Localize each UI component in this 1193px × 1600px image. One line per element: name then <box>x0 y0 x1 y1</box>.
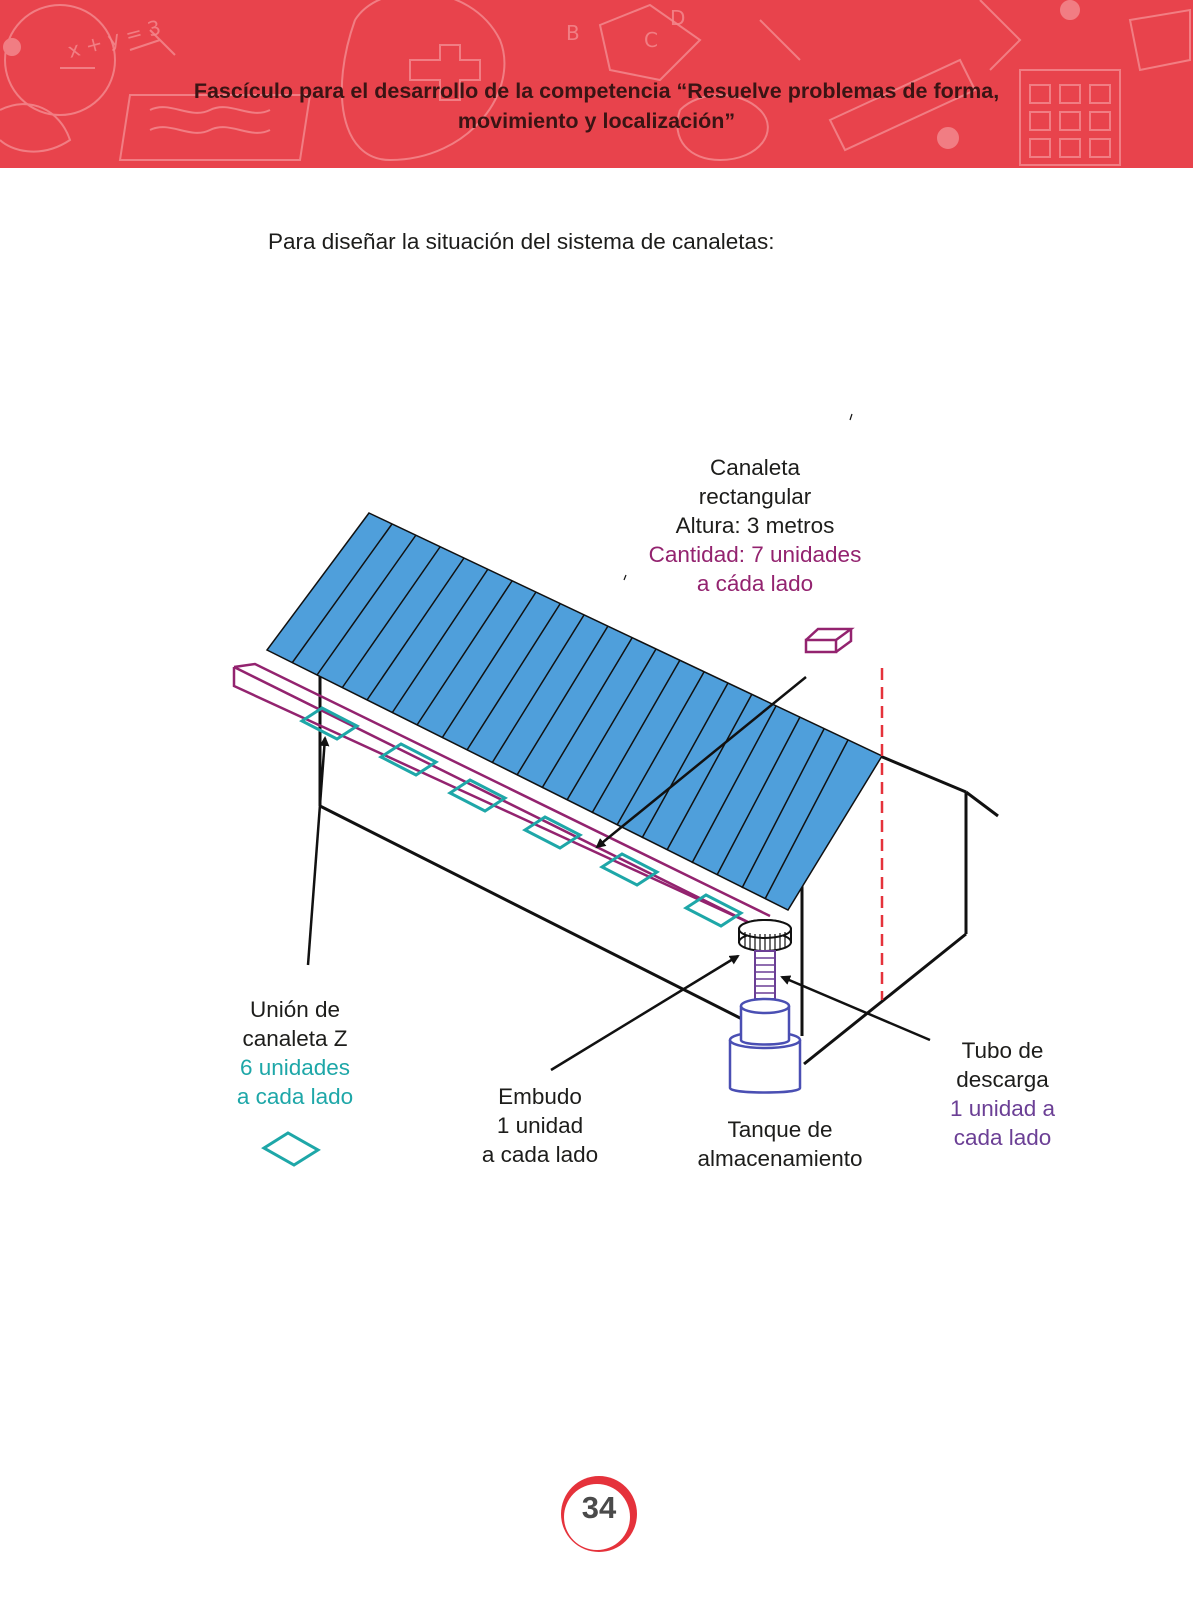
arrow-tubo <box>780 975 931 1042</box>
union-label-line-2: canaleta Z <box>242 1026 348 1051</box>
union-joints <box>299 706 744 928</box>
tubo-label: Tubo de descarga 1 unidad a cada lado <box>915 1036 1090 1152</box>
tanque-label-line-2: almacenamiento <box>697 1146 863 1171</box>
canaleta-label-line-3: Altura: 3 metros <box>675 513 835 538</box>
page-number: 34 <box>581 1490 617 1525</box>
storage-tank <box>728 997 802 1094</box>
house-frame <box>318 674 999 1066</box>
arrow-canaleta <box>595 676 807 849</box>
svg-text:D: D <box>670 6 685 30</box>
union-joint <box>299 706 360 741</box>
tubo-label-line-2: descarga <box>956 1067 1049 1092</box>
embudo-label-line-2: 1 unidad <box>496 1113 584 1138</box>
discharge-tube <box>754 950 776 1000</box>
union-icon <box>261 1131 321 1167</box>
tick-mark <box>623 574 627 581</box>
header-doodles: x + y = 3 B C D <box>0 0 1191 166</box>
svg-text:C: C <box>644 28 658 52</box>
canaleta-label-line-2: rectangular <box>698 484 812 509</box>
header-title-line-1: Fascículo para el desarrollo de la compe… <box>193 79 1000 103</box>
gutter-box-icon <box>804 627 855 654</box>
funnel <box>738 919 792 952</box>
header-title-line-2: movimiento y localización” <box>457 109 736 133</box>
embudo-label: Embudo 1 unidad a cada lado <box>440 1082 640 1169</box>
embudo-label-line-1: Embudo <box>498 1084 582 1109</box>
arrow-union <box>306 736 330 966</box>
canaleta-label-line-5: a cáda lado <box>696 571 814 596</box>
page-header: x + y = 3 B C D Fascículo para el desarr… <box>0 0 1193 168</box>
tick-mark <box>849 413 853 421</box>
tanque-label-line-1: Tanque de <box>727 1117 833 1142</box>
union-joint <box>683 893 744 928</box>
canaleta-label: Canaleta rectangular Altura: 3 metros Ca… <box>615 453 895 598</box>
svg-text:B: B <box>566 21 580 45</box>
arrow-embudo <box>550 954 740 1072</box>
intro-text: Para diseñar la situación del sistema de… <box>268 229 775 254</box>
union-label-line-1: Unión de <box>249 997 341 1022</box>
pointer-arrows <box>306 676 931 1072</box>
union-joint <box>599 852 660 887</box>
roof <box>265 512 884 911</box>
header-title: Fascículo para el desarrollo de la compe… <box>0 76 1193 136</box>
page-number-badge <box>561 1476 637 1552</box>
tubo-label-line-4: cada lado <box>953 1125 1052 1150</box>
union-label-line-3: 6 unidades <box>239 1055 351 1080</box>
tanque-label: Tanque de almacenamiento <box>665 1115 895 1173</box>
union-joint <box>378 742 439 777</box>
union-label-line-4: a cada lado <box>236 1084 354 1109</box>
tubo-label-line-1: Tubo de <box>961 1038 1044 1063</box>
union-label: Unión de canaleta Z 6 unidades a cada la… <box>190 995 400 1111</box>
tubo-label-line-3: 1 unidad a <box>949 1096 1056 1121</box>
union-joint <box>447 778 508 813</box>
embudo-label-line-3: a cada lado <box>481 1142 599 1167</box>
canaleta-label-line-1: Canaleta <box>709 455 801 480</box>
canaleta-label-line-4: Cantidad: 7 unidades <box>648 542 862 567</box>
gutter-system-diagram <box>232 413 999 1167</box>
union-joint <box>522 815 583 850</box>
